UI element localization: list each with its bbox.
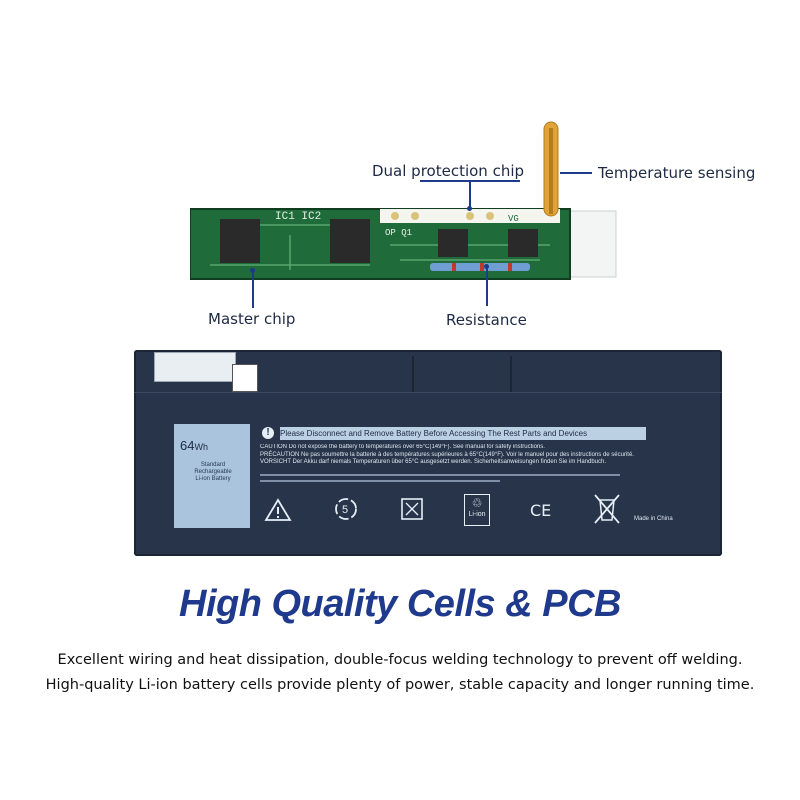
callout-master-chip: Master chip xyxy=(208,310,296,328)
caution-cjk-lines xyxy=(260,472,660,486)
battery-body: 64Wh Standard Rechargeable Li-ion Batter… xyxy=(134,350,722,556)
recycle-5-icon: 5 xyxy=(335,498,357,520)
crossed-bin-icon xyxy=(594,494,620,524)
temperature-probe-image xyxy=(543,121,559,217)
caution-text: CAUTION Do not expose the battery to tem… xyxy=(260,444,700,467)
pcb-board-image: IC1 IC2 OP Q1 VG xyxy=(190,208,617,280)
li-ion-recycle-icon: ♲ Li-ion xyxy=(464,494,490,526)
warning-banner-text: Please Disconnect and Remove Battery Bef… xyxy=(280,429,588,438)
headline: High Quality Cells & PCB xyxy=(179,583,621,625)
svg-text:5: 5 xyxy=(342,504,348,516)
pcb-ic-label: IC1 IC2 xyxy=(275,211,321,223)
no-disassembly-icon xyxy=(401,498,423,520)
capacity-unit: Wh xyxy=(194,442,208,452)
type-line-2: Rechargeable xyxy=(194,469,232,475)
made-in-text: Made in China xyxy=(634,516,673,522)
battery-connector xyxy=(154,352,236,382)
pcb-vg-label: VG xyxy=(508,214,519,224)
caution-line-fr: PRÉCAUTION Ne pas soumettre la batterie … xyxy=(260,451,634,458)
callout-dual-protection-chip: Dual protection chip xyxy=(372,162,525,180)
ce-mark-icon: CE xyxy=(530,501,552,520)
caution-line-de: VORSICHT Der Akku darf niemals Temperatu… xyxy=(260,459,607,465)
description-line-1: Excellent wiring and heat dissipation, d… xyxy=(57,652,743,668)
battery-barcode xyxy=(232,364,258,392)
callout-resistance: Resistance xyxy=(446,311,527,329)
description-line-2: High-quality Li-ion battery cells provid… xyxy=(45,677,755,693)
triangle-warning-icon xyxy=(264,498,292,521)
pcb-op-label: OP Q1 xyxy=(385,228,412,238)
battery-seam-2 xyxy=(510,356,512,392)
battery-seam xyxy=(412,356,414,392)
warning-icon: ! xyxy=(262,427,274,439)
type-line-3: Li-ion Battery xyxy=(195,476,231,482)
li-ion-label: Li-ion xyxy=(468,511,486,518)
capacity-value: 64 xyxy=(180,438,195,453)
callout-temperature-sensing: Temperature sensing xyxy=(598,164,756,182)
type-line-1: Standard xyxy=(200,462,226,468)
battery-top-edge xyxy=(134,392,722,393)
capacity-label-panel: 64Wh Standard Rechargeable Li-ion Batter… xyxy=(174,424,250,528)
warning-banner: Please Disconnect and Remove Battery Bef… xyxy=(280,427,646,440)
caution-line-en: CAUTION Do not expose the battery to tem… xyxy=(260,444,545,450)
